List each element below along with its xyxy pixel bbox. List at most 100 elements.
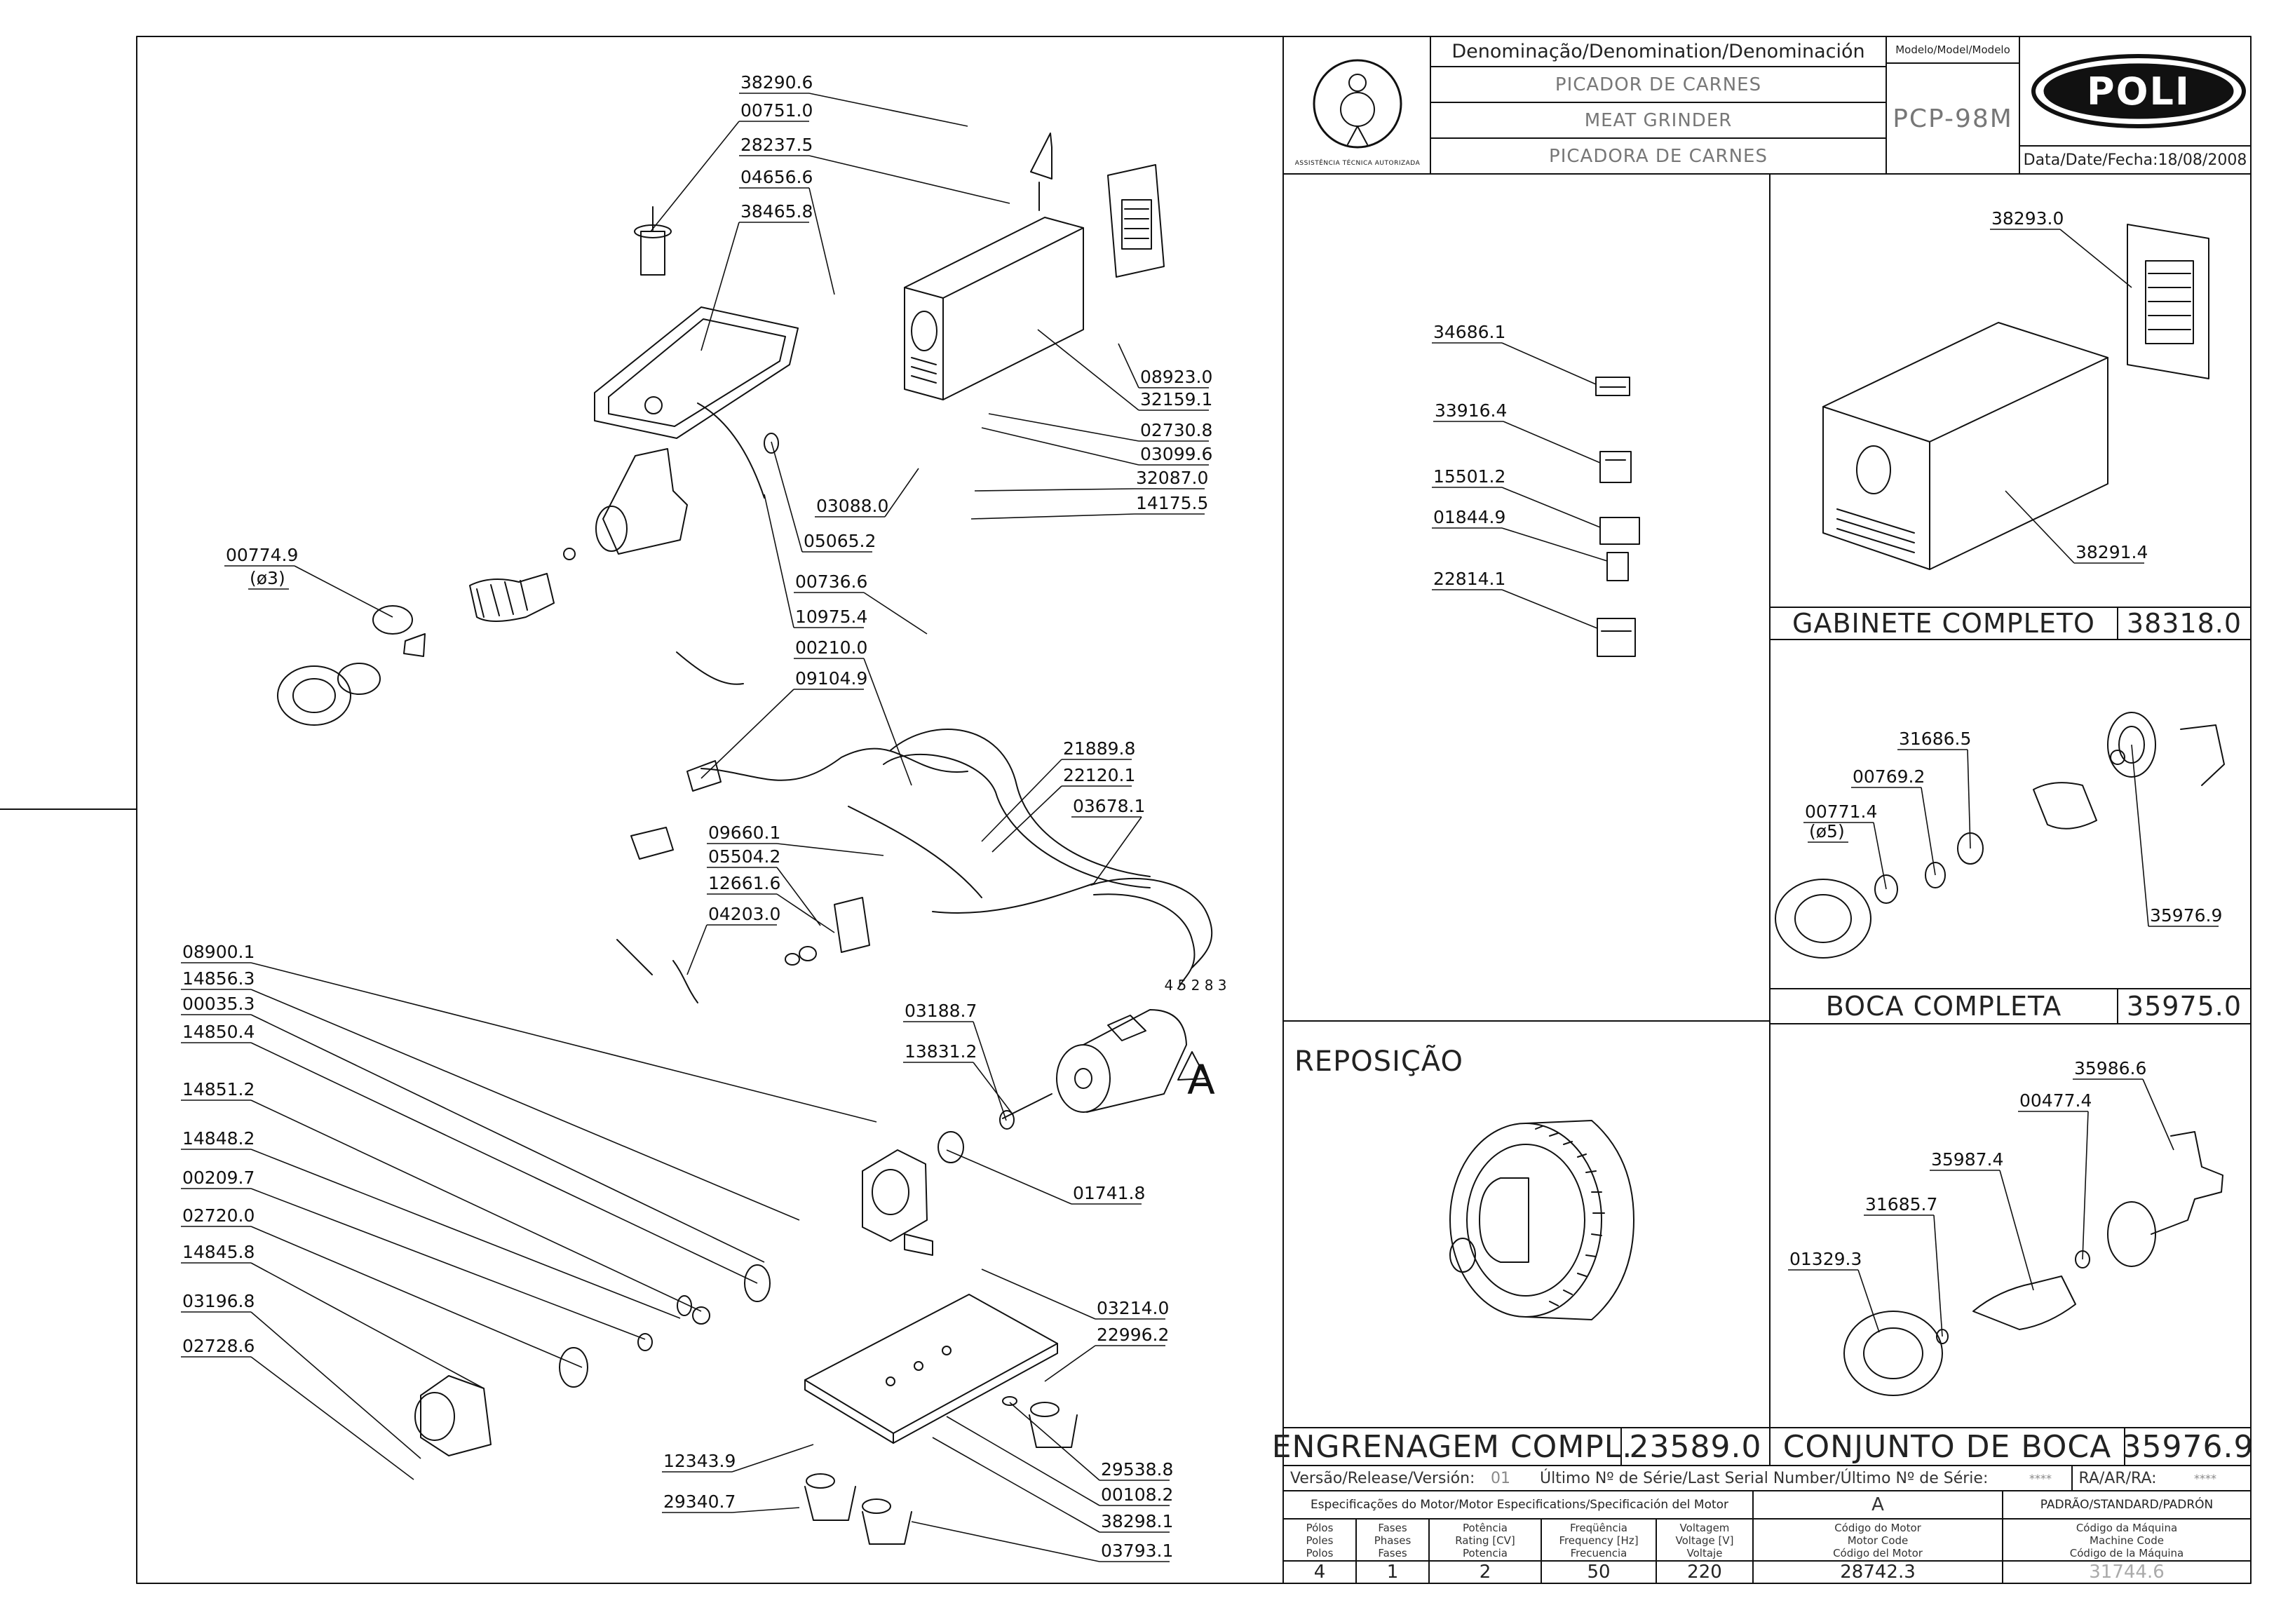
leader-line <box>932 1437 1100 1533</box>
release-value: 01 <box>1491 1469 1510 1487</box>
leader-line <box>250 1014 765 1263</box>
leader-line <box>2142 1078 2174 1151</box>
part-number-label: 35976.9 <box>2150 905 2222 926</box>
part-number-label: 35986.6 <box>2074 1058 2146 1078</box>
cabinet-panel-code: 38318.0 <box>2126 608 2242 639</box>
motor-spec-label: Especificações do Motor/Motor Especifica… <box>1310 1498 1729 1512</box>
leader-line <box>2082 1111 2089 1260</box>
leader-line <box>250 1262 485 1389</box>
part-number-label: 14175.5 <box>1136 493 1208 513</box>
part-number-label: 03099.6 <box>1140 444 1212 464</box>
model-value: PCP-98M <box>1893 104 2013 133</box>
part-number-label: 04203.0 <box>708 904 780 924</box>
part-number-label: 29340.7 <box>663 1491 736 1512</box>
model-label: Modelo/Model/Modelo <box>1895 43 2010 56</box>
replacement-gear-part <box>1449 1120 1634 1320</box>
leader-line <box>1503 421 1601 463</box>
part-number-label: 09660.1 <box>708 823 780 843</box>
leader-line <box>974 488 1135 492</box>
leader-line <box>1501 589 1598 629</box>
ra-value: **** <box>2194 1471 2216 1485</box>
leader-line <box>1037 329 1139 411</box>
leader-line <box>863 658 912 786</box>
name-pt: PICADOR DE CARNES <box>1555 74 1762 95</box>
col-voltage: Voltagem Voltage [V] Voltaje <box>1675 1522 1734 1559</box>
part-number-label: 00771.4 <box>1805 801 1877 822</box>
leader-line <box>250 1042 758 1284</box>
leader-line <box>250 1226 583 1368</box>
motor-variant: A <box>1871 1494 1884 1515</box>
seal-text: ASSISTÊNCIA TÉCNICA AUTORIZADA <box>1294 160 1421 167</box>
part-number-label: 08923.0 <box>1140 367 1212 387</box>
cabinet-panel-title: GABINETE COMPLETO <box>1792 608 2095 639</box>
part-number-label: 21889.8 <box>1063 738 1135 759</box>
leader-line <box>1921 787 1936 876</box>
leader-line <box>771 441 803 553</box>
part-number-label: 33916.4 <box>1435 400 1507 421</box>
name-en: MEAT GRINDER <box>1584 109 1733 131</box>
part-number-label: 31686.5 <box>1899 729 1971 749</box>
part-number-label: 38465.8 <box>740 201 813 222</box>
part-number-label: 01329.3 <box>1789 1249 1862 1269</box>
header-block <box>1313 36 2252 175</box>
leader-line <box>1999 1170 2034 1291</box>
ra-label: RA/AR/RA: <box>2078 1469 2157 1487</box>
date-text: Data/Date/Fecha:18/08/2008 <box>2023 151 2247 169</box>
leader-line <box>988 413 1139 442</box>
mouth-assembly-part <box>1775 712 2225 959</box>
leader-line <box>808 187 835 295</box>
motor-marker: A <box>1187 1056 1215 1104</box>
gear-panel-code: 23589.0 <box>1629 1428 1762 1465</box>
mouth-panel-title: BOCA COMPLETA <box>1825 991 2062 1022</box>
leader-line <box>863 592 928 635</box>
part-number-label: 04656.6 <box>740 167 813 187</box>
mouth-set-part <box>1843 1131 2223 1396</box>
leader-line <box>1967 749 1971 849</box>
gearbox-part <box>414 1131 964 1456</box>
leader-line <box>1501 527 1608 562</box>
part-number-label: 03196.8 <box>182 1291 255 1311</box>
part-number-label: 03678.1 <box>1073 796 1145 816</box>
leader-line <box>250 1311 421 1459</box>
part-number-label: 34686.1 <box>1433 322 1505 342</box>
motor-part <box>999 1009 1207 1130</box>
part-number-label: 32087.0 <box>1136 468 1208 488</box>
part-number-label: 00209.7 <box>182 1168 255 1188</box>
part-number-label: 22120.1 <box>1063 765 1135 785</box>
leader-line <box>2005 490 2075 564</box>
leader-line <box>1044 1345 1096 1382</box>
poles-value: 4 <box>1313 1562 1326 1583</box>
part-number-label: 08900.1 <box>182 942 255 962</box>
part-number-label: 12661.6 <box>708 873 780 893</box>
label-stickers <box>1595 377 1640 657</box>
part-number-label: 00210.0 <box>795 637 867 658</box>
leader-line <box>731 1444 814 1473</box>
replacement-panel-title: REPOSIÇÃO <box>1294 1046 1463 1078</box>
part-number-label: 14848.2 <box>182 1128 255 1149</box>
part-number-label: 38293.0 <box>1991 208 2064 229</box>
leader-line <box>764 494 794 628</box>
leader-line <box>970 513 1135 520</box>
leader-line <box>2131 744 2149 927</box>
frequency-value: 50 <box>1587 1562 1611 1583</box>
leader-line <box>911 1521 1100 1562</box>
machine-code-value: 31744.6 <box>2089 1562 2165 1583</box>
name-es: PICADORA DE CARNES <box>1549 145 1768 167</box>
leader-line <box>973 1021 1007 1121</box>
part-number-label: 38290.6 <box>740 72 813 93</box>
serial-label: Último Nº de Série/Last Serial Number/Úl… <box>1540 1469 1989 1487</box>
col-machine-code: Código da Máquina Machine Code Código de… <box>2069 1522 2184 1559</box>
leader-line <box>1009 1402 1100 1481</box>
part-number-label: 00108.2 <box>1101 1484 1173 1505</box>
part-number-label: 00736.6 <box>795 571 867 592</box>
col-power: Potência Rating [CV] Potencia <box>1455 1522 1515 1559</box>
part-number-label: 12343.9 <box>663 1451 736 1471</box>
leader-line <box>981 759 1062 842</box>
leader-line <box>1501 487 1601 528</box>
part-number-label: 22996.2 <box>1097 1325 1169 1345</box>
feed-tray-part <box>594 206 799 439</box>
phases-value: 1 <box>1386 1562 1399 1583</box>
part-number-label: 38291.4 <box>2076 542 2148 562</box>
leader-line <box>1857 1269 1880 1333</box>
